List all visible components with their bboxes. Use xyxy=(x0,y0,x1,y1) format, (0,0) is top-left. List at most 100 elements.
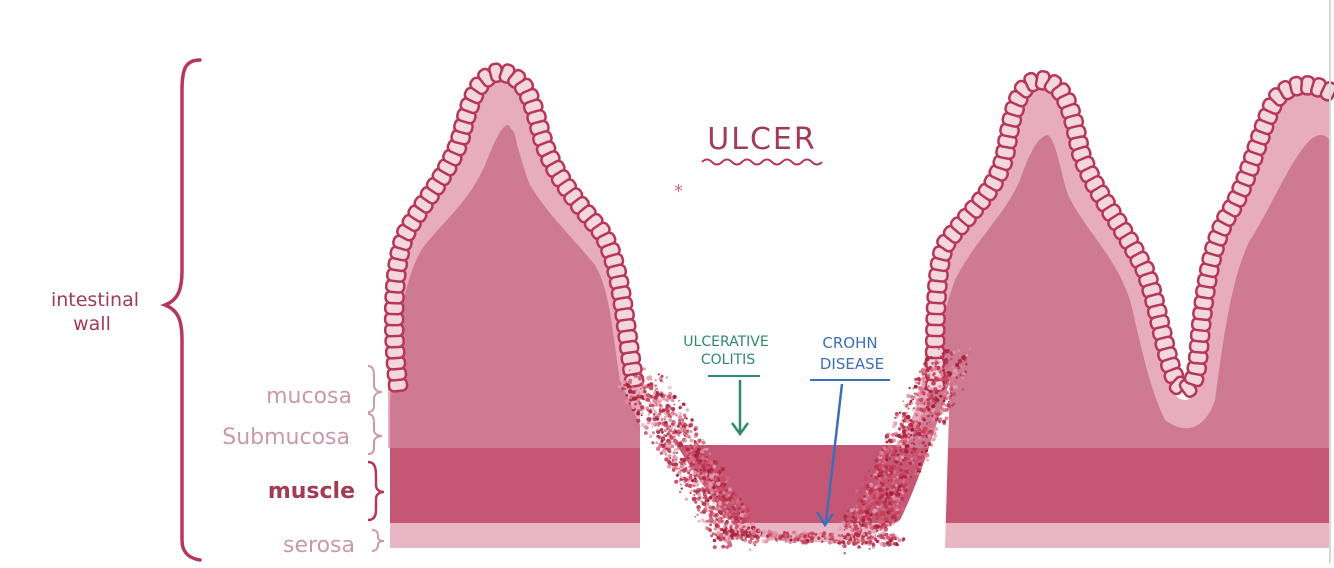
speckle-dot xyxy=(928,395,934,400)
speckle-dot xyxy=(893,477,896,480)
speckle-dot xyxy=(688,454,692,458)
speckle-dot xyxy=(913,396,916,399)
speckle-dot xyxy=(900,506,906,512)
speckle-dot xyxy=(885,523,889,527)
speckle-dot xyxy=(928,422,933,428)
speckle-dot xyxy=(921,429,926,434)
speckle-dot xyxy=(728,513,731,516)
speckle-dot xyxy=(719,536,725,541)
speckle-dot xyxy=(707,464,710,467)
speckle-dot xyxy=(904,444,909,449)
speckle-dot xyxy=(904,448,906,451)
speckle-dot xyxy=(750,522,755,527)
speckle-dot xyxy=(900,469,903,472)
speckle-dot xyxy=(702,438,704,441)
speckle-dot xyxy=(677,421,683,426)
speckle-dot xyxy=(890,454,893,457)
speckle-dot xyxy=(805,535,809,539)
speckle-dot xyxy=(879,524,884,529)
speckle-dot xyxy=(707,469,711,473)
speckle-dot xyxy=(639,394,645,400)
speckle-dot xyxy=(659,451,663,455)
speckle-dot xyxy=(882,467,886,471)
speckle-dot xyxy=(694,500,698,504)
speckle-dot xyxy=(893,518,896,521)
speckle-dot xyxy=(853,516,858,521)
speckle-dot xyxy=(656,428,660,432)
speckle-dot xyxy=(671,468,676,472)
speckle-dot xyxy=(910,457,914,460)
speckle-dot xyxy=(897,538,902,543)
speckle-dot xyxy=(870,474,873,477)
speckle-dot xyxy=(675,451,679,454)
speckle-dot xyxy=(717,521,721,525)
speckle-dot xyxy=(705,447,709,451)
speckle-dot xyxy=(885,535,891,540)
speckle-dot xyxy=(689,476,693,480)
speckle-dot xyxy=(917,381,921,385)
speckle-dot xyxy=(874,475,878,480)
speckle-dot xyxy=(694,444,697,447)
speckle-dot xyxy=(672,439,677,444)
speckle-dot xyxy=(687,424,692,428)
speckle-dot xyxy=(757,529,761,533)
speckle-dot xyxy=(868,547,871,550)
speckle-dot xyxy=(655,390,659,395)
speckle-dot xyxy=(804,541,808,545)
speckle-dot xyxy=(896,543,899,547)
speckle-dot xyxy=(961,376,965,380)
speckle-dot xyxy=(876,515,880,519)
speckle-dot xyxy=(774,532,777,535)
speckle-dot xyxy=(722,487,726,491)
speckle-dot xyxy=(882,501,887,506)
speckle-dot xyxy=(702,492,707,497)
speckle-dot xyxy=(662,438,665,440)
speckle-dot xyxy=(877,468,880,471)
speckle-dot xyxy=(663,418,666,421)
speckle-dot xyxy=(745,507,751,513)
speckle-dot xyxy=(849,525,853,529)
speckle-dot xyxy=(652,417,657,422)
speckle-dot xyxy=(866,489,869,491)
speckle-dot xyxy=(694,477,697,480)
speckle-dot xyxy=(789,535,793,538)
speckle-dot xyxy=(679,463,685,469)
speckle-dot xyxy=(860,542,864,546)
speckle-dot xyxy=(863,486,867,490)
speckle-dot xyxy=(897,427,902,431)
speckle-dot xyxy=(649,408,652,410)
speckle-dot xyxy=(672,454,677,460)
speckle-dot xyxy=(939,394,943,398)
speckle-dot xyxy=(710,534,714,538)
speckle-dot xyxy=(735,499,741,504)
speckle-dot xyxy=(910,475,913,478)
speckle-dot xyxy=(640,414,643,417)
speckle-dot xyxy=(727,542,733,548)
speckle-dot xyxy=(927,369,930,373)
speckle-dot xyxy=(824,537,827,540)
speckle-dot xyxy=(701,501,707,506)
speckle-dot xyxy=(907,407,910,410)
speckle-dot xyxy=(861,536,865,541)
speckle-dot xyxy=(868,540,872,545)
speckle-dot xyxy=(739,517,743,521)
speckle-dot xyxy=(857,545,861,549)
speckle-dot xyxy=(887,499,890,502)
speckle-dot xyxy=(891,432,896,437)
speckle-dot xyxy=(863,495,866,498)
speckle-dot xyxy=(939,389,943,392)
speckle-dot xyxy=(685,417,688,420)
speckle-dot xyxy=(888,504,893,509)
speckle-dot xyxy=(668,418,673,423)
speckle-dot xyxy=(895,510,900,516)
speckle-dot xyxy=(648,382,654,387)
speckle-dot xyxy=(698,445,701,448)
speckle-dot xyxy=(657,424,660,427)
speckle-dot xyxy=(740,502,744,506)
speckle-dot xyxy=(896,502,899,506)
speckle-dot xyxy=(689,463,694,468)
speckle-dot xyxy=(653,395,658,400)
speckle-dot xyxy=(716,481,719,484)
speckle-dot xyxy=(901,465,905,469)
